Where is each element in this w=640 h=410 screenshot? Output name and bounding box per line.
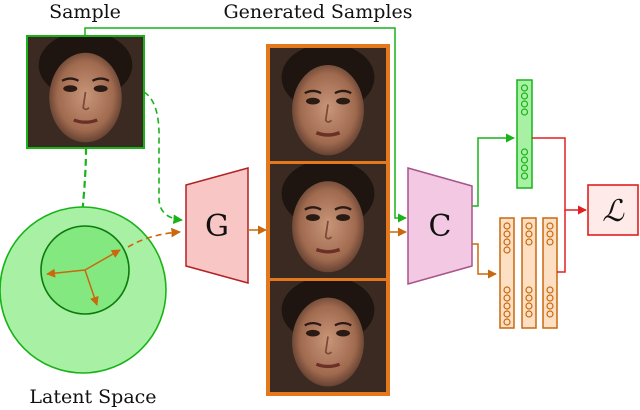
classifier-to-green-branch bbox=[472, 133, 515, 207]
loss-box: ℒ bbox=[587, 184, 639, 236]
generator-label: G bbox=[205, 209, 229, 244]
generated-sample-3 bbox=[270, 281, 386, 392]
orange-feature-vectors bbox=[499, 217, 558, 329]
green-to-loss-line bbox=[532, 137, 587, 215]
latent-space-caption: Latent Space bbox=[29, 386, 156, 408]
generated-sample-1 bbox=[270, 48, 386, 161]
classifier-label: C bbox=[429, 209, 452, 244]
generated-samples-strip bbox=[266, 44, 390, 396]
latent-space bbox=[0, 206, 167, 374]
green-feature-vector bbox=[516, 79, 533, 189]
classifier-to-orange-branch bbox=[472, 243, 497, 279]
orange-to-loss-line bbox=[557, 210, 566, 273]
sample-to-classifier-line bbox=[84, 27, 407, 223]
latent-to-generator-dashed bbox=[127, 227, 181, 248]
sample-image bbox=[26, 35, 145, 149]
loss-label: ℒ bbox=[602, 194, 625, 229]
sample-caption: Sample bbox=[49, 1, 121, 23]
generator-block: G bbox=[185, 167, 249, 284]
classifier-block: C bbox=[407, 167, 473, 285]
sample-to-generator-dashed bbox=[143, 91, 183, 225]
generated-sample-2 bbox=[270, 164, 386, 278]
generated-samples-caption: Generated Samples bbox=[224, 1, 413, 23]
